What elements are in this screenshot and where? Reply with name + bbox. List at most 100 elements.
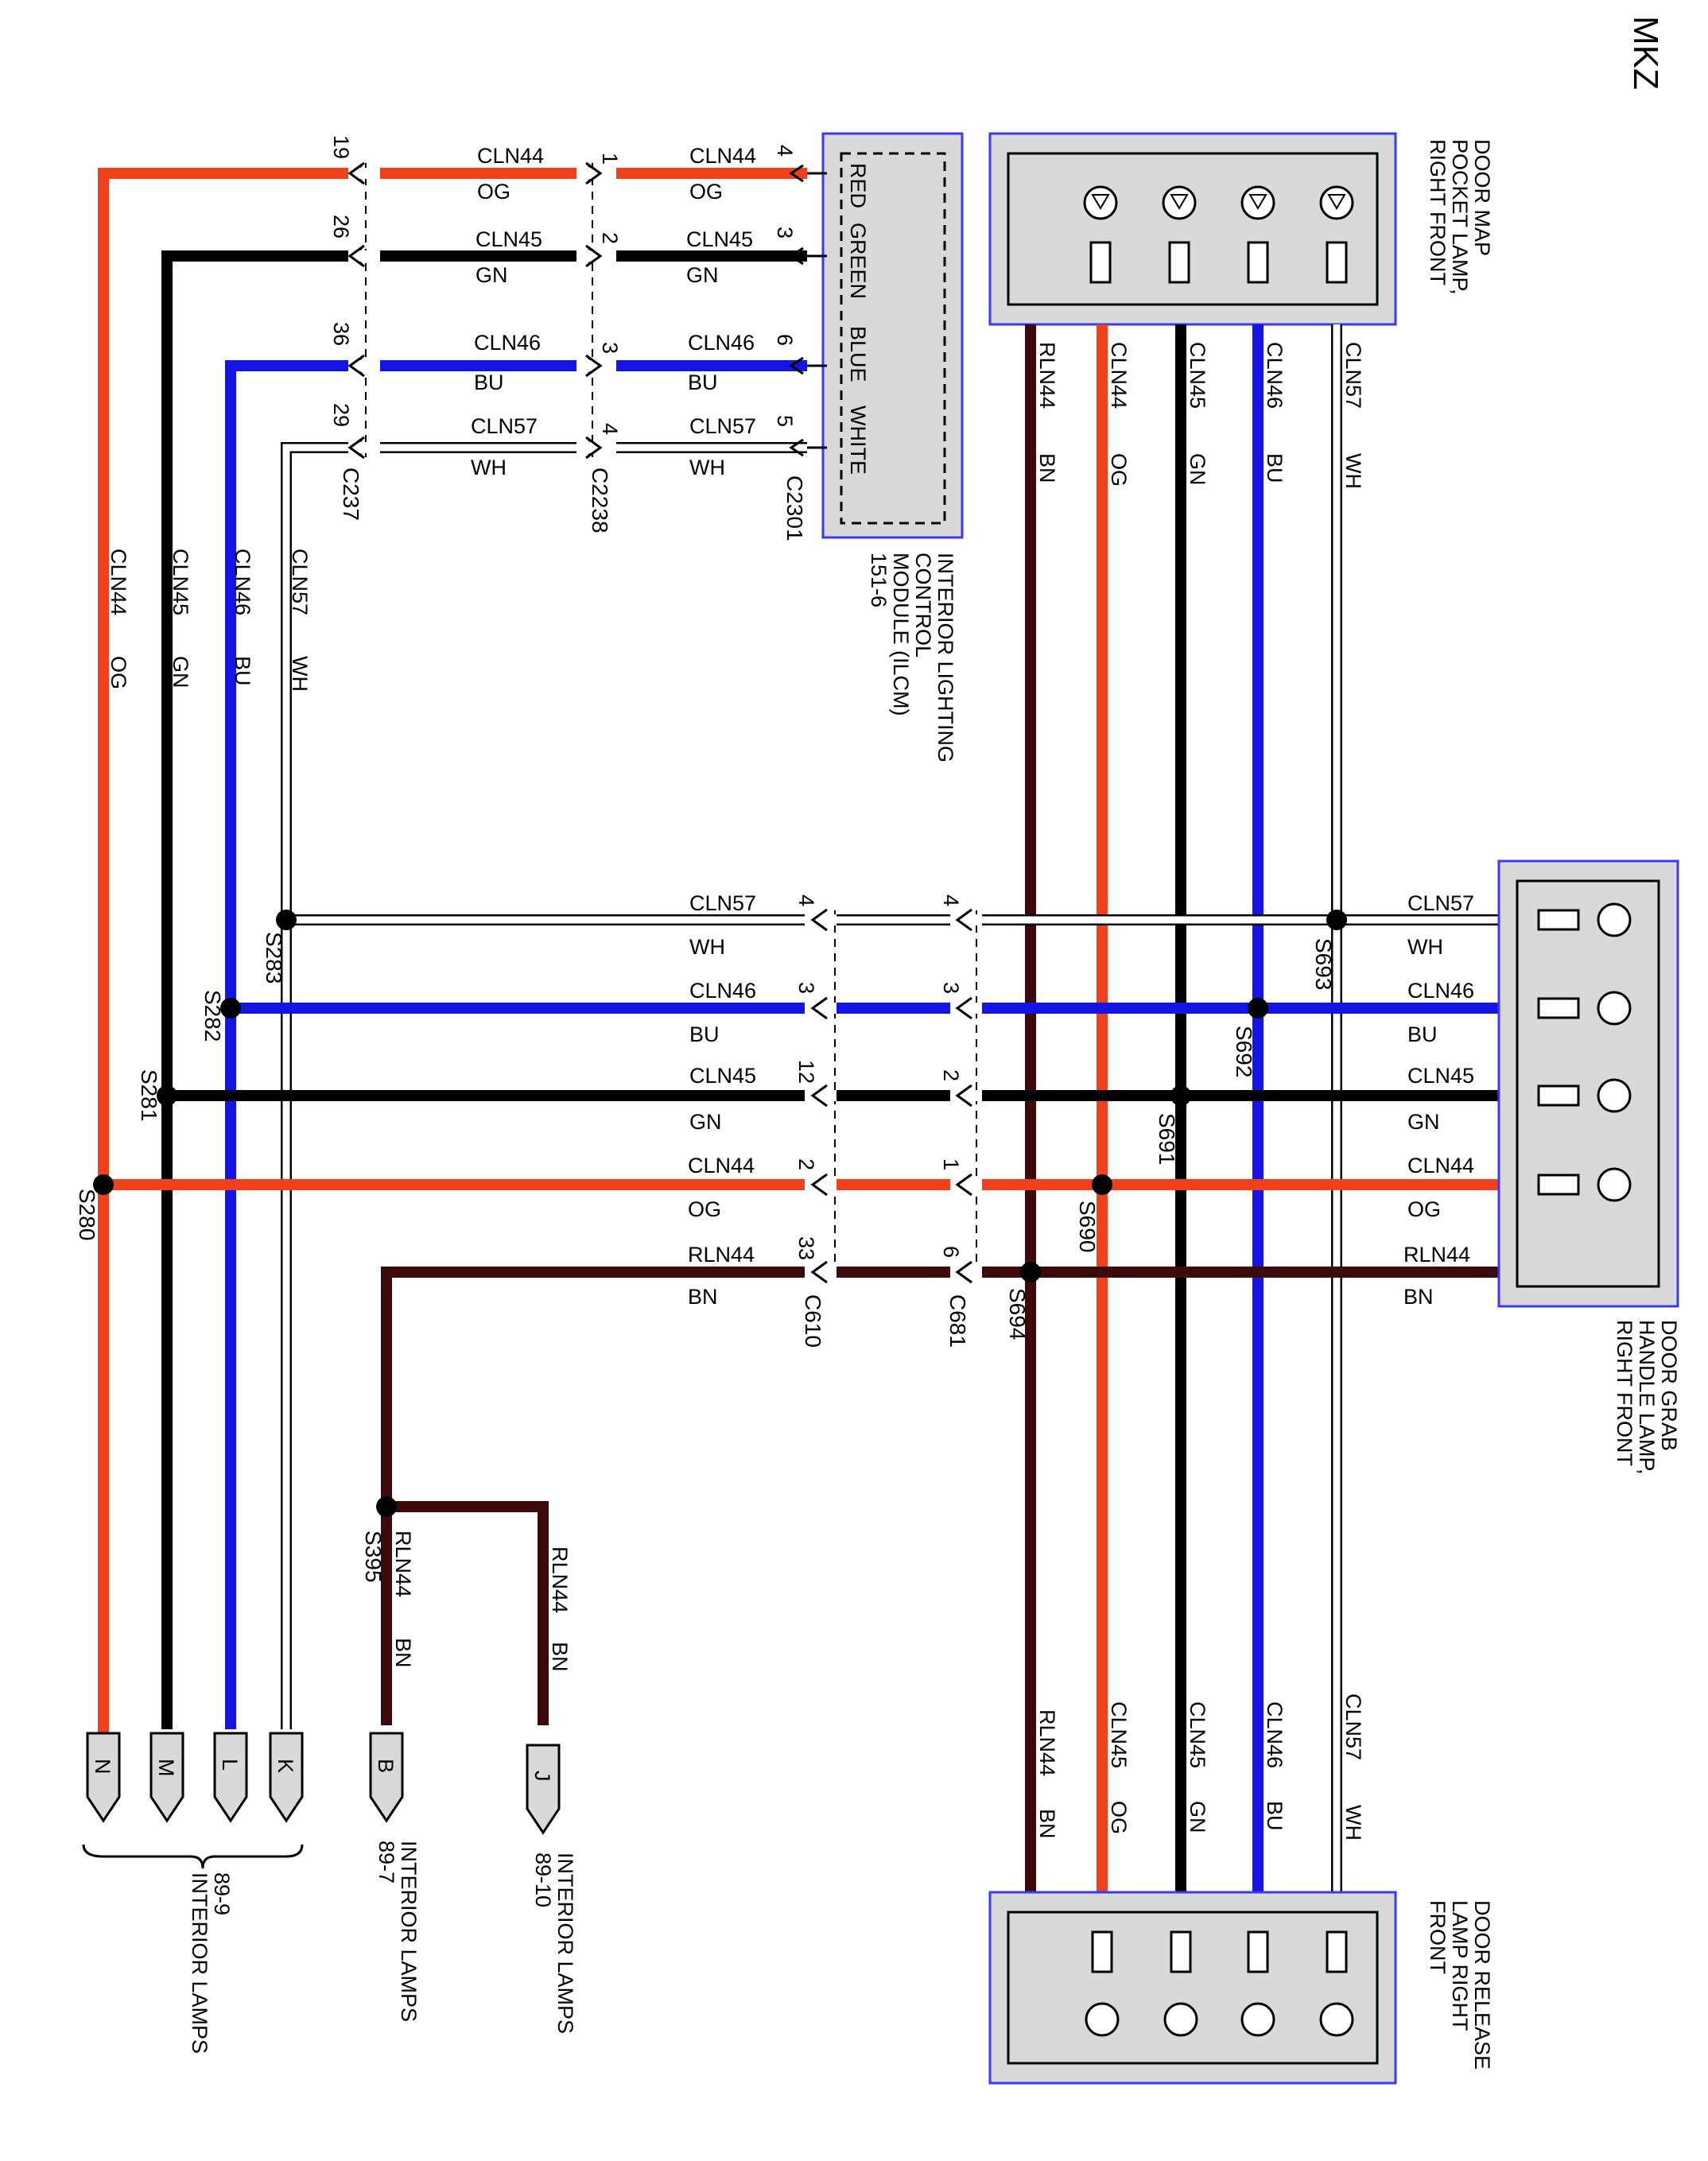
svg-text:OG: OG [688,1197,721,1221]
c2238-label: C2238 [588,468,612,533]
svg-text:BU: BU [689,1022,720,1046]
svg-text:89-10: 89-10 [531,1853,555,1907]
svg-text:29: 29 [329,403,353,427]
svg-text:CLN45: CLN45 [1186,342,1209,409]
svg-text:S690: S690 [1075,1201,1100,1252]
svg-text:BU: BU [688,371,718,394]
svg-text:MODULE (ILCM): MODULE (ILCM) [889,553,913,716]
c2301-label: C2301 [782,475,807,541]
top-labels: CLN44 OG CLN44 OG CLN45 GN CLN45 GN CLN4… [107,135,807,692]
svg-text:OG: OG [477,180,510,204]
svg-text:BN: BN [391,1638,415,1668]
svg-text:12: 12 [794,1060,818,1084]
svg-text:OG: OG [1107,453,1131,487]
svg-text:89-9: 89-9 [210,1872,234,1915]
svg-text:S281: S281 [137,1069,161,1121]
svg-text:WH: WH [471,456,507,479]
svg-text:RLN44: RLN44 [688,1243,755,1267]
svg-text:J: J [530,1771,554,1782]
svg-text:INTERIOR LAMPS: INTERIOR LAMPS [397,1841,421,2022]
svg-text:OG: OG [1407,1197,1441,1221]
svg-text:DOOR MAP: DOOR MAP [1470,139,1494,256]
svg-text:CLN44: CLN44 [688,1154,755,1177]
svg-text:S282: S282 [200,990,225,1042]
top-connector-marks [347,161,804,460]
svg-text:4: 4 [773,145,797,157]
svg-text:BLUE: BLUE [846,326,870,382]
svg-text:HANDLE LAMP,: HANDLE LAMP, [1635,1320,1659,1475]
bottom-left-labels: RLN44 BN RLN44 BN [391,1531,572,1672]
svg-text:4: 4 [794,894,818,906]
svg-text:OG: OG [1107,1801,1131,1834]
svg-text:CLN45: CLN45 [686,227,753,251]
svg-text:CLN44: CLN44 [1107,342,1131,409]
svg-text:GN: GN [169,656,192,689]
svg-text:N: N [91,1759,115,1775]
lamp-icon [1597,902,1632,1202]
svg-text:BN: BN [1035,453,1059,483]
resistor-icon [1537,909,1580,1196]
svg-text:2: 2 [598,232,622,244]
svg-text:CLN46: CLN46 [1407,979,1474,1003]
svg-text:CONTROL: CONTROL [911,553,935,658]
ilcm-module: RED GREEN BLUE WHITE INTERIOR LIGHTING C… [807,132,964,762]
svg-text:RLN44: RLN44 [1035,342,1059,409]
svg-text:5: 5 [773,415,797,427]
svg-text:CLN57: CLN57 [1341,342,1365,409]
svg-text:CLN45: CLN45 [1407,1064,1474,1088]
svg-text:S694: S694 [1005,1288,1030,1340]
svg-text:FRONT: FRONT [1426,1900,1450,1974]
svg-text:WH: WH [689,935,725,959]
svg-text:19: 19 [329,135,353,159]
right-vertical-wires [1025,324,1342,1892]
svg-text:CLN57: CLN57 [689,414,756,438]
c610-label: C610 [801,1294,825,1348]
svg-text:GN: GN [1186,453,1209,486]
svg-text:BU: BU [1263,453,1287,483]
svg-text:B: B [374,1759,398,1773]
lamp-icon [1083,185,1354,220]
svg-text:151-6: 151-6 [867,553,891,607]
svg-text:RLN44: RLN44 [1035,1709,1059,1776]
svg-text:BN: BN [1035,1809,1059,1839]
svg-text:3: 3 [598,342,622,354]
svg-text:GN: GN [476,263,508,287]
svg-text:26: 26 [329,215,353,239]
svg-text:BN: BN [548,1642,572,1672]
svg-text:INTERIOR LIGHTING: INTERIOR LIGHTING [934,553,957,762]
svg-text:L: L [218,1759,242,1771]
svg-text:LAMP RIGHT: LAMP RIGHT [1448,1900,1472,2031]
door-grab-lamp: DOOR GRAB HANDLE LAMP, RIGHT FRONT [1497,859,1681,1475]
door-release-lamp: DOOR RELEASE LAMP RIGHT FRONT [988,1891,1494,2085]
svg-text:6: 6 [773,334,797,346]
brace [82,1844,304,1869]
door-map-lamp: DOOR MAP POCKET LAMP, RIGHT FRONT [988,132,1494,326]
svg-text:DOOR GRAB: DOOR GRAB [1657,1320,1681,1451]
svg-text:RLN44: RLN44 [548,1546,572,1613]
svg-text:BU: BU [1407,1022,1438,1046]
middle-connector-marks [805,908,982,1284]
svg-text:BN: BN [688,1285,718,1309]
svg-text:6: 6 [939,1246,963,1258]
svg-text:CLN46: CLN46 [1263,342,1287,409]
middle-labels: CLN57 WH CLN46 BU CLN45 GN CLN44 OG RLN4… [688,891,1474,1348]
svg-text:CLN46: CLN46 [1263,1701,1287,1768]
svg-text:BU: BU [1263,1801,1287,1831]
svg-text:33: 33 [794,1236,818,1260]
svg-text:WH: WH [689,456,725,479]
svg-text:3: 3 [794,982,818,994]
svg-text:CLN45: CLN45 [1107,1701,1131,1768]
svg-text:GN: GN [689,1110,722,1134]
svg-text:WH: WH [1407,935,1443,959]
svg-text:CLN57: CLN57 [689,891,756,915]
svg-text:CLN57: CLN57 [471,414,538,438]
svg-text:GN: GN [1407,1110,1440,1134]
resistor-icon [1091,1930,1348,1973]
svg-text:WH: WH [1341,453,1365,489]
c681-label: C681 [945,1294,970,1348]
svg-text:3: 3 [773,227,797,239]
svg-text:S692: S692 [1232,1026,1256,1077]
svg-text:CLN57: CLN57 [1407,891,1474,915]
svg-text:2: 2 [939,1069,963,1081]
